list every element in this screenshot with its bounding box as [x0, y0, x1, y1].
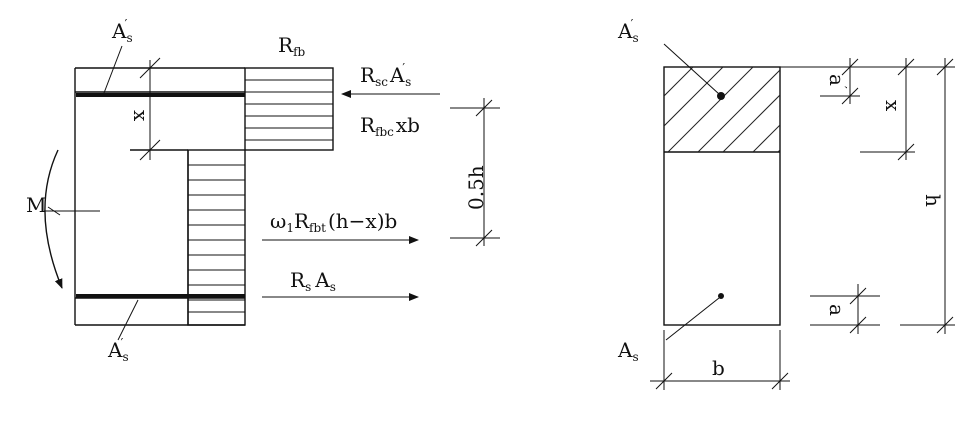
leader-as-right: [665, 297, 720, 341]
a-label: a: [825, 304, 849, 316]
right-x-label: x: [881, 100, 905, 112]
h-label: h: [921, 194, 945, 207]
left-section-outline: [74, 67, 245, 326]
leader-as-bottom: [117, 299, 139, 341]
leader-as-top: [103, 45, 123, 94]
b-label: b: [712, 356, 725, 380]
a-dimension: a: [810, 284, 880, 334]
moment-symbol: M: [26, 149, 100, 289]
omega-rfbt-label: ω1Rfbt(h−x)b: [270, 209, 397, 235]
x-dimension-right: x: [780, 58, 915, 161]
tension-stress-block: [187, 149, 246, 326]
section-rectangle: [663, 66, 781, 326]
half-h-dimension: 0.5h: [450, 98, 500, 247]
a-prime-dimension: a′: [820, 58, 860, 105]
rfb-label: Rfb: [278, 33, 306, 59]
left-x-label: x: [129, 110, 153, 122]
compression-stress-block: [244, 67, 334, 151]
as-right-label: As: [617, 338, 639, 364]
h-dimension: h: [900, 58, 955, 334]
leader-as-prime-right: [663, 43, 720, 95]
a-prime-label: a′: [825, 74, 849, 89]
b-dimension: b: [650, 330, 790, 390]
moment-label: M: [26, 193, 46, 217]
half-h-label: 0.5h: [464, 165, 488, 210]
bottom-rebar-dot: [718, 293, 724, 299]
as-bottom-label: As′: [107, 336, 129, 364]
compression-zone-hatch: [664, 67, 780, 152]
as-prime-top-label: As′: [111, 17, 133, 45]
as-prime-right-label: As′: [617, 17, 639, 45]
x-dimension: x: [129, 57, 161, 161]
right-section-diagram: As′ As b a′: [617, 17, 955, 390]
